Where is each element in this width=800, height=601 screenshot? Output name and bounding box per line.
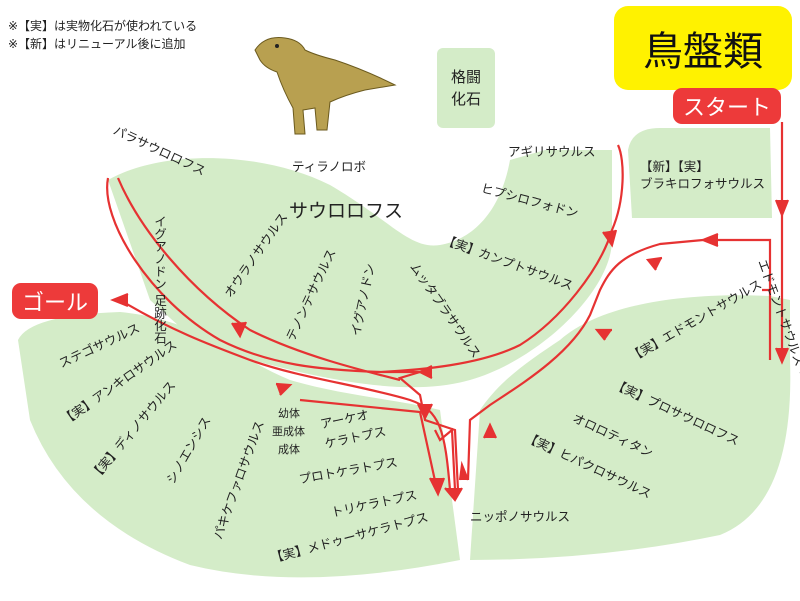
goal-badge: ゴール — [12, 283, 99, 319]
left-bottom-zone — [18, 312, 460, 578]
note-real-fossil: ※【実】は実物化石が使われている — [8, 19, 198, 33]
label-subadult: 亜成体 — [272, 425, 305, 438]
start-badge: スタート — [673, 88, 782, 124]
tyranno-robot-label: ティラノロボ — [292, 159, 367, 174]
label-brachylophosaurus: 【新】【実】 ブラキロフォサウルス — [640, 159, 766, 191]
label-agilisaurus: アギリサウルス — [508, 144, 596, 159]
tour-route — [106, 122, 790, 502]
fighting-fossil-box[interactable]: 格闘 化石 — [437, 48, 495, 128]
tyranno-robot-image — [254, 37, 397, 135]
label-juvenile: 幼体 — [278, 407, 300, 420]
label-adult: 成体 — [278, 443, 300, 456]
fossil-box-line1: 格闘 — [450, 68, 481, 86]
right-top-zone — [628, 128, 772, 218]
label-nipponosaurus: ニッポノサウルス — [470, 509, 571, 524]
zone-upper-title: サウロロフス — [289, 200, 404, 222]
fossil-box-line2: 化石 — [450, 90, 481, 108]
label-iguanodon-footprint: イグアノドン 足跡化石 — [152, 215, 167, 344]
page-title: 鳥盤類 — [614, 6, 792, 90]
note-new-addition: ※【新】はリニューアル後に追加 — [8, 37, 186, 51]
